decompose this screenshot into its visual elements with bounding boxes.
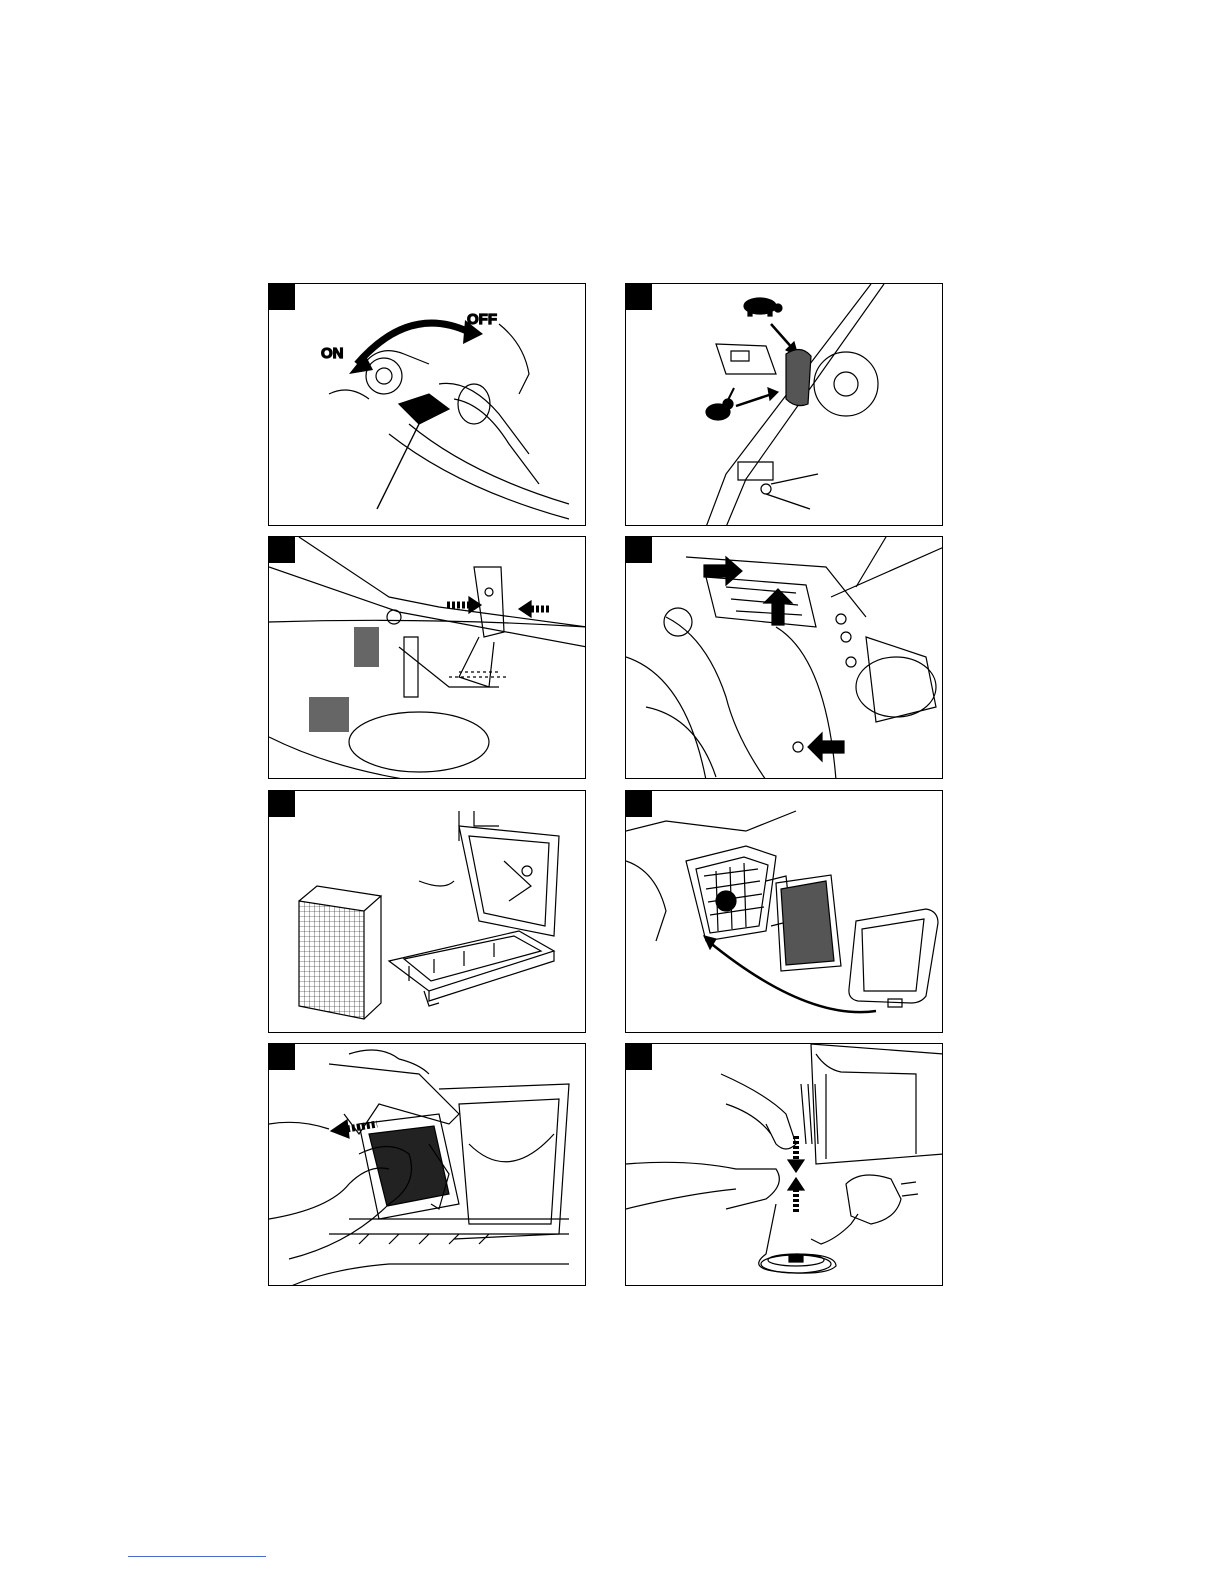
on-label: ON [321, 345, 344, 362]
figure-panel-6 [625, 790, 943, 1033]
connector-icon [801, 1084, 818, 1144]
figure-panel-1: ON OFF [268, 283, 586, 526]
hands-connecting-icon [626, 1074, 796, 1209]
rabbit-icon [706, 388, 734, 420]
fuel-valve-illustration: ON OFF [269, 284, 586, 526]
footer-rule [128, 1556, 266, 1557]
turtle-icon [744, 298, 782, 316]
dashed-arrow-icon [447, 597, 551, 617]
screw-location-arrow-icon [704, 557, 844, 761]
throttle-lever-illustration [626, 284, 943, 526]
pointer-line [377, 424, 419, 509]
filter-cover-illustration [626, 791, 943, 1033]
hands-removing-filter-icon [269, 1050, 459, 1259]
figure-panel-8 [625, 1043, 943, 1286]
figure-panel-5 [268, 790, 586, 1033]
filter-cover-icon [776, 875, 938, 1003]
battery-charger-icon [811, 1175, 918, 1244]
figure-panel-2 [625, 283, 943, 526]
remove-filter-illustration [269, 1044, 586, 1286]
off-label: OFF [467, 311, 497, 328]
figure-panel-3 [268, 536, 586, 779]
air-filter-illustration [269, 791, 586, 1033]
battery-charging-illustration [626, 1044, 943, 1286]
figure-panel-4 [625, 536, 943, 779]
cutting-height-illustration [269, 537, 586, 779]
engine-screws-illustration [626, 537, 943, 779]
figure-panel-7 [268, 1043, 586, 1286]
air-filter-icon [299, 886, 381, 1019]
